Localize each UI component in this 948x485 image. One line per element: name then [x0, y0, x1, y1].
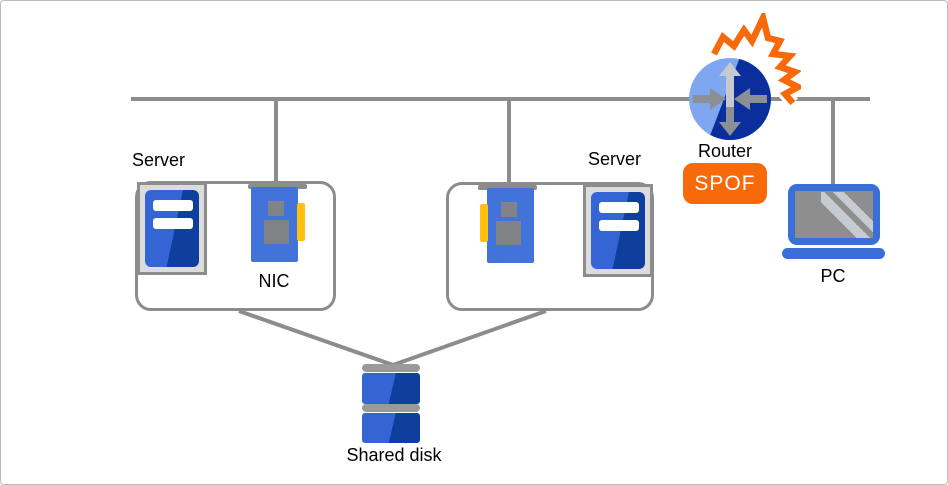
laptop-icon [788, 184, 880, 245]
nic-chip [501, 202, 517, 217]
server-body [145, 190, 199, 267]
network-bus-line [131, 97, 870, 101]
spof-badge-label: SPOF [694, 171, 756, 195]
nic-chip [496, 221, 521, 245]
nic-connector-tab [480, 204, 488, 242]
server-left-label: Server [132, 150, 186, 170]
server-icon [137, 182, 207, 275]
connector-group-left-to-disk [238, 309, 394, 367]
router-down-arrowhead [719, 122, 741, 136]
failure-burst-icon [708, 13, 801, 108]
shared-disk-label: Shared disk [346, 445, 442, 465]
pc-label: PC [820, 266, 846, 286]
disk-platter [362, 373, 420, 404]
disk-top-bar [362, 404, 420, 412]
server-right-label: Server [588, 149, 642, 169]
nic-bracket [248, 184, 307, 189]
router-icon [689, 58, 771, 140]
server-slot-bar [153, 200, 193, 211]
router-label: Router [697, 141, 753, 161]
router-left-arrowhead [710, 88, 726, 110]
router-right-arrowhead [734, 88, 750, 110]
connector-bus-to-nic-left [274, 99, 278, 186]
connector-bus-to-nic-right [507, 99, 511, 186]
nic-label: NIC [258, 271, 290, 291]
laptop-screen [795, 191, 873, 238]
spof-badge: SPOF [683, 163, 767, 204]
nic-icon [478, 185, 537, 277]
nic-card [487, 188, 534, 263]
server-slot-bar [599, 220, 639, 231]
connector-group-right-to-disk [392, 309, 547, 367]
failure-burst-zigzag [711, 13, 801, 106]
router-up-arrowhead [719, 62, 741, 76]
server-icon [583, 184, 653, 277]
nic-icon [248, 184, 307, 276]
server-slot-bar [153, 218, 193, 229]
nic-connector-tab [297, 203, 305, 241]
laptop-base [782, 248, 885, 259]
connector-bus-to-pc [831, 99, 835, 185]
disk-platter [362, 413, 420, 443]
nic-chip [268, 201, 284, 216]
nic-card [251, 187, 298, 262]
disk-top-bar [362, 364, 420, 372]
server-body [591, 192, 645, 269]
server-slot-bar [599, 202, 639, 213]
nic-chip [264, 220, 289, 244]
